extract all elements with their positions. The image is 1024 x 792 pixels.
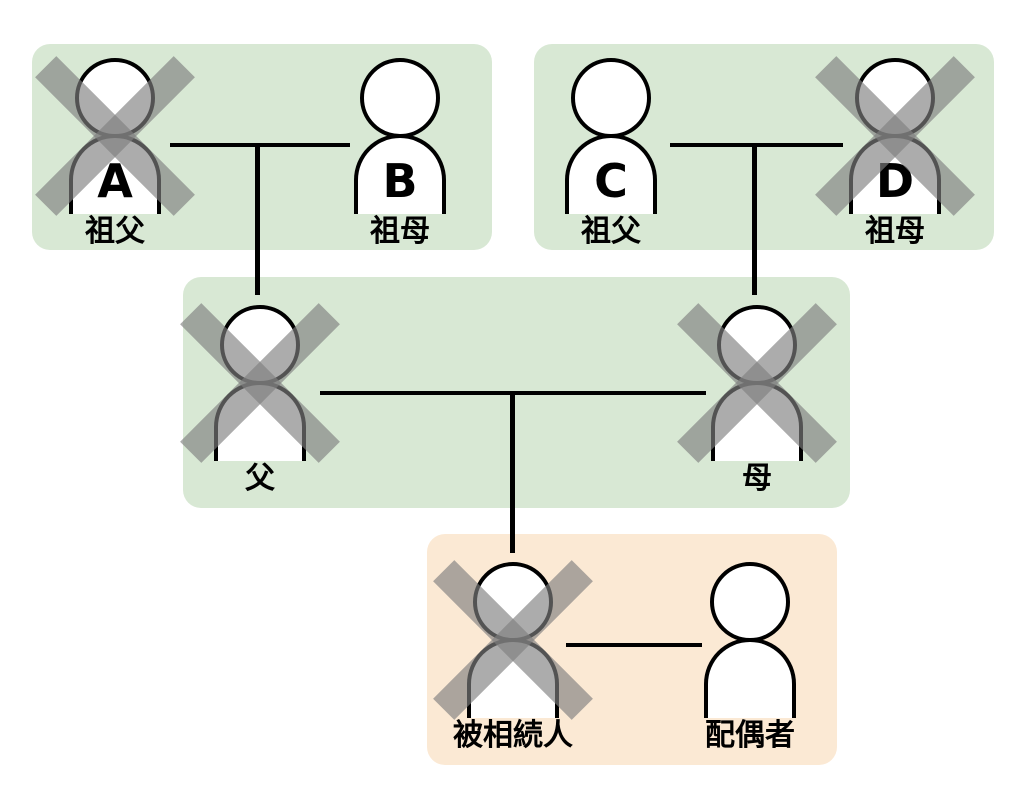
descent-line-left <box>255 145 260 295</box>
person-label: 被相続人 <box>453 718 573 753</box>
person-letter: B <box>382 154 418 208</box>
person-label: 祖母 <box>865 214 925 249</box>
person-head <box>571 58 651 138</box>
descent-line-right <box>752 145 757 295</box>
person-head <box>360 58 440 138</box>
person-label: 父 <box>245 461 275 496</box>
person-spouse: 配偶者 <box>702 562 798 758</box>
person-label: 祖母 <box>370 214 430 249</box>
person-father: 父 <box>212 305 308 501</box>
person-grandmother-d: D 祖母 <box>847 58 943 254</box>
person-label: 祖父 <box>581 214 641 249</box>
person-grandfather-a: A 祖父 <box>67 58 163 254</box>
descent-line-decedent <box>510 393 515 553</box>
person-body <box>704 638 796 718</box>
person-label: 母 <box>742 461 772 496</box>
person-decedent: 被相続人 <box>453 562 573 758</box>
person-grandmother-b: B 祖母 <box>352 58 448 254</box>
person-mother: 母 <box>709 305 805 501</box>
person-letter: C <box>594 154 628 208</box>
person-head <box>710 562 790 642</box>
person-label: 配偶者 <box>705 718 795 753</box>
marriage-line-decedent-spouse <box>566 643 702 647</box>
marriage-line-grandparents-left <box>170 143 350 147</box>
person-grandfather-c: C 祖父 <box>563 58 659 254</box>
person-label: 祖父 <box>85 214 145 249</box>
person-body <box>565 134 657 214</box>
